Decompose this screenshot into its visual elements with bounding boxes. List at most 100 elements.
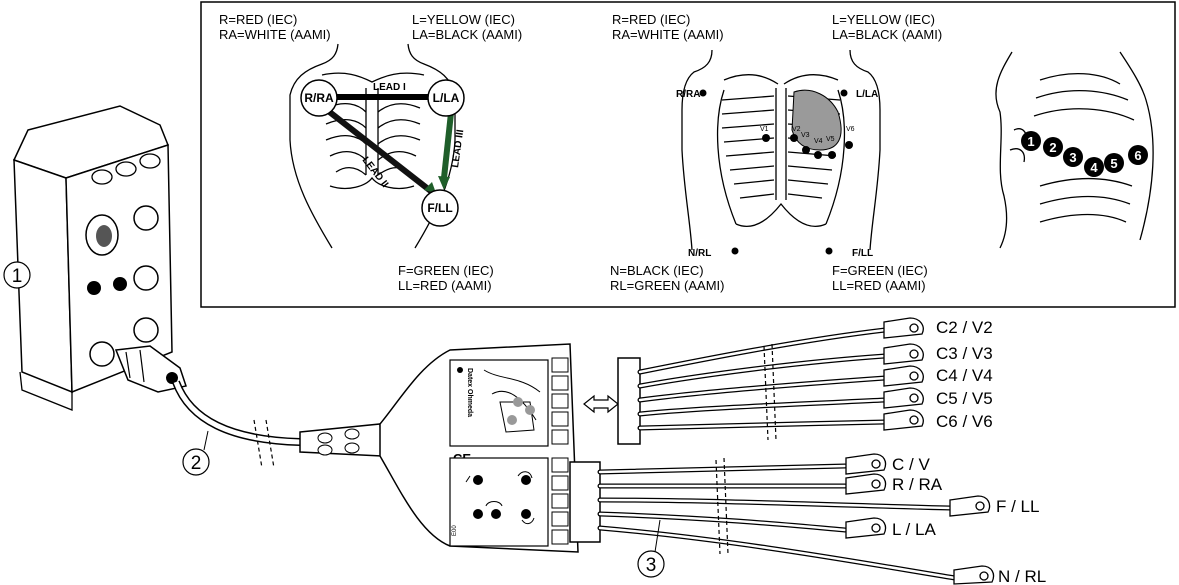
- mid-la-tag: L/LA: [856, 89, 878, 100]
- lead-label-c: C / V: [892, 455, 930, 474]
- lower-port-slots: [552, 458, 568, 544]
- lead-lines: [327, 97, 451, 192]
- cable-break-marks: [254, 420, 274, 468]
- dot-ra: [700, 90, 707, 97]
- chest-lead-clips: [884, 318, 923, 430]
- lead-iii-arrowhead: [438, 176, 450, 190]
- brand-label: Datex Ohmeda: [466, 368, 473, 417]
- dot-v1: [762, 134, 770, 142]
- v2-label: V2: [792, 126, 801, 133]
- limb-leadset: C / V R / RA F / LL L / LA N / RL 3: [570, 454, 1046, 585]
- mid-la-aami-label: LA=BLACK (AAMI): [832, 27, 942, 42]
- lead-label-l: L / LA: [892, 520, 936, 539]
- limb-lead-chest: R=RED (IEC) RA=WHITE (AAMI) L=YELLOW (IE…: [219, 12, 522, 293]
- connector-ecg: [90, 342, 114, 366]
- chest-connector-block: [618, 358, 640, 444]
- cable-callout: 2: [183, 449, 209, 475]
- rl-aami-label: RL=GREEN (AAMI): [610, 278, 725, 293]
- v3-label: V3: [801, 132, 810, 139]
- node-ll-label: F/LL: [427, 201, 452, 215]
- dot-v3: [802, 146, 810, 154]
- connector-top-right: [134, 206, 158, 230]
- mid-ll-iec-label: F=GREEN (IEC): [832, 263, 928, 278]
- lead-label-f: F / LL: [996, 497, 1039, 516]
- leadset-callout-number: 3: [646, 555, 657, 576]
- electrode-node-la: L/LA: [428, 80, 464, 116]
- position-4-label: 4: [1090, 160, 1098, 175]
- chest-lead-labels: C2 / V2 C3 / V3 C4 / V4 C5 / V5 C6 / V6: [936, 318, 993, 431]
- connector-small-left: [87, 281, 101, 295]
- v5-label: V5: [826, 136, 835, 143]
- electrode-node-ra: R/RA: [301, 80, 337, 116]
- cable-strain-relief: [300, 424, 382, 456]
- precordial-chest: R=RED (IEC) RA=WHITE (AAMI) L=YELLOW (IE…: [610, 12, 942, 293]
- v1-label: V1: [760, 126, 769, 133]
- lead-label-n: N / RL: [998, 567, 1046, 585]
- electrode-placement-panel: R=RED (IEC) RA=WHITE (AAMI) L=YELLOW (IE…: [201, 2, 1175, 307]
- lead-label-r: R / RA: [892, 475, 943, 494]
- dot-v5: [828, 151, 836, 159]
- node-la-label: L/LA: [433, 91, 460, 105]
- position-6-label: 6: [1134, 148, 1141, 163]
- mid-ll-tag: F/LL: [852, 248, 873, 259]
- dot-ll: [826, 248, 833, 255]
- mid-la-iec-label: L=YELLOW (IEC): [832, 12, 935, 27]
- position-1-label: 1: [1027, 134, 1034, 149]
- device-callout: 1: [4, 262, 30, 288]
- connector-mid-right: [134, 266, 158, 290]
- trunk-cable: 2: [116, 346, 382, 475]
- ra-aami-label: RA=WHITE (AAMI): [219, 27, 331, 42]
- ll-iec-label: F=GREEN (IEC): [398, 263, 494, 278]
- mid-ll-aami-label: LL=RED (AAMI): [832, 278, 926, 293]
- position-markers: 1 2 3 4 5 6: [1021, 131, 1148, 177]
- limb-connector-block: [570, 462, 600, 542]
- lead-i-label: LEAD I: [373, 82, 406, 93]
- chest-leadset: C2 / V2 C3 / V3 C4 / V4 C5 / V5 C6 / V6: [584, 318, 993, 444]
- dot-rl: [732, 248, 739, 255]
- lead-label-c2: C2 / V2: [936, 318, 993, 337]
- lead-iii-line: [444, 113, 451, 178]
- lead-label-c6: C6 / V6: [936, 412, 993, 431]
- electrode-node-ll: F/LL: [422, 190, 458, 226]
- trunk-yoke: Datex Ohmeda CE 0537 E00: [380, 344, 578, 552]
- trunk-cable-inner: [176, 382, 300, 442]
- cable-callout-number: 2: [191, 453, 202, 474]
- ra-iec-label: R=RED (IEC): [219, 12, 297, 27]
- position-2-label: 2: [1049, 140, 1056, 155]
- cable-callout-leader: [204, 431, 208, 450]
- position-3-label: 3: [1069, 150, 1076, 165]
- lead-label-c3: C3 / V3: [936, 344, 993, 363]
- dot-v2: [790, 134, 798, 142]
- ribcage-outline: [682, 50, 880, 250]
- mid-ra-iec-label: R=RED (IEC): [612, 12, 690, 27]
- v6-label: V6: [846, 126, 855, 133]
- upper-port-slots: [552, 358, 568, 444]
- connect-arrow-icon: [584, 396, 618, 412]
- device-callout-number: 1: [12, 266, 23, 287]
- mid-rl-tag: N/RL: [688, 248, 711, 259]
- ll-aami-label: LL=RED (AAMI): [398, 278, 492, 293]
- mid-ra-aami-label: RA=WHITE (AAMI): [612, 27, 724, 42]
- connector-large-core: [96, 225, 112, 247]
- la-iec-label: L=YELLOW (IEC): [412, 12, 515, 27]
- lead-iii-label: LEAD III: [450, 129, 466, 169]
- position-5-label: 5: [1110, 156, 1117, 171]
- dot-la: [841, 90, 848, 97]
- yoke-upper-label: [450, 360, 548, 446]
- limb-lead-labels: C / V R / RA F / LL L / LA N / RL: [892, 455, 1046, 585]
- connector-small-mid: [113, 277, 127, 291]
- leadset-callout: 3: [638, 551, 664, 577]
- brand-logo-dot: [457, 367, 463, 373]
- v4-label: V4: [814, 138, 823, 145]
- precordial-position-chest: 1 2 3 4 5 6: [996, 52, 1153, 248]
- dot-v4: [814, 151, 822, 159]
- dot-v6: [845, 141, 853, 149]
- lead-label-c4: C4 / V4: [936, 366, 993, 385]
- panel-frame: [201, 2, 1175, 307]
- mid-ra-tag: R/RA: [676, 89, 700, 100]
- yoke-code: E00: [452, 525, 458, 536]
- la-aami-label: LA=BLACK (AAMI): [412, 27, 522, 42]
- node-ra-label: R/RA: [304, 91, 334, 105]
- lead-label-c5: C5 / V5: [936, 389, 993, 408]
